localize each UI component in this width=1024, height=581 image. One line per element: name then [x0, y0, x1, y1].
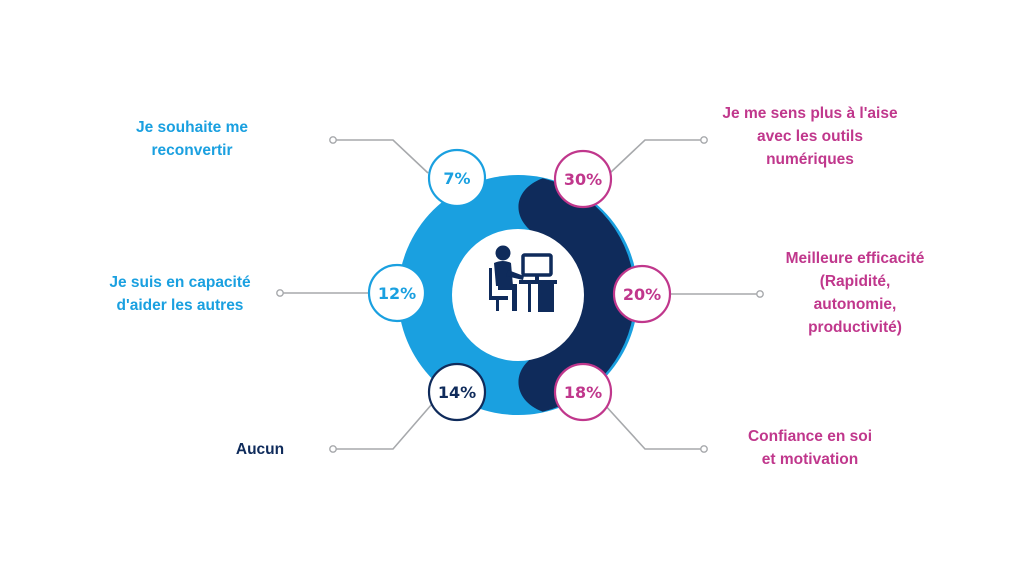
- label-line: autonomie,: [813, 296, 897, 313]
- percent-value: 30%: [564, 170, 602, 189]
- badge-circle: [553, 362, 613, 422]
- chair: [489, 268, 508, 300]
- badge-circle: [612, 264, 672, 324]
- label-line: Je me sens plus à l'aise: [722, 105, 898, 122]
- connector-dot-efficacite: [756, 290, 764, 298]
- label-line: et motivation: [761, 451, 859, 468]
- label-line: Meilleure efficacité: [785, 250, 925, 267]
- label-aucun: Aucun: [220, 438, 300, 461]
- arm: [506, 270, 524, 280]
- center-disc: [452, 229, 584, 361]
- monitor-stand: [535, 275, 539, 280]
- connector-dot-outils: [700, 136, 708, 144]
- percent-badges: 7% 12% 14% 30% 20% 18%: [367, 148, 672, 422]
- percent-value: 14%: [438, 383, 476, 402]
- badge-circle: [427, 362, 487, 422]
- donut-ring: [398, 175, 638, 415]
- percent-badge-confiance: 18%: [553, 362, 613, 422]
- percent-badge-reconvertir: 7%: [427, 148, 487, 208]
- connector-dot-aucun: [329, 445, 337, 453]
- label-efficacite: Meilleure efficacité (Rapidité, autonomie,…: [770, 247, 940, 339]
- connector-line-outils: [609, 139, 704, 174]
- legs: [498, 284, 517, 311]
- desk-top: [519, 280, 557, 284]
- label-line: (Rapidité,: [819, 273, 891, 290]
- percent-value: 20%: [623, 285, 661, 304]
- label-line: Aucun: [235, 441, 285, 458]
- badge-circle: [367, 263, 427, 323]
- percent-badge-efficacite: 20%: [612, 264, 672, 324]
- desk-leg: [528, 284, 531, 312]
- connector-dot-aider: [276, 289, 284, 297]
- percent-value: 7%: [443, 169, 470, 188]
- chair-leg: [496, 300, 499, 311]
- label-confiance: Confiance en soi et motivation: [720, 425, 900, 471]
- label-line: productivité): [808, 319, 902, 336]
- percent-badge-aider: 12%: [367, 263, 427, 323]
- label-reconvertir: Je souhaite me reconvertir: [112, 116, 272, 162]
- connector-line-confiance: [603, 403, 704, 450]
- percent-value: 18%: [564, 383, 602, 402]
- connector-dot-reconvertir: [329, 136, 337, 144]
- head: [495, 245, 511, 261]
- connector-lines: [276, 136, 764, 453]
- label-line: reconvertir: [151, 142, 233, 159]
- label-line: numériques: [766, 151, 854, 168]
- badge-circle: [553, 149, 613, 209]
- label-line: avec les outils: [757, 128, 863, 145]
- percent-value: 12%: [378, 284, 416, 303]
- percent-badge-aucun: 14%: [427, 362, 487, 422]
- label-line: d'aider les autres: [116, 297, 244, 314]
- person-at-computer-icon: [489, 245, 557, 312]
- desk-drawer: [538, 284, 554, 312]
- connector-line-aucun: [333, 403, 433, 450]
- torso: [494, 261, 513, 286]
- percent-badge-outils: 30%: [553, 149, 613, 209]
- label-line: Confiance en soi: [747, 428, 873, 445]
- badge-circle: [427, 148, 487, 208]
- connector-dot-confiance: [700, 445, 708, 453]
- label-aider: Je suis en capacité d'aider les autres: [80, 271, 280, 317]
- label-outils: Je me sens plus à l'aise avec les outils n…: [700, 102, 920, 171]
- label-line: Je souhaite me: [136, 119, 248, 136]
- connector-line-reconvertir: [333, 139, 429, 174]
- label-line: Je suis en capacité: [109, 274, 251, 291]
